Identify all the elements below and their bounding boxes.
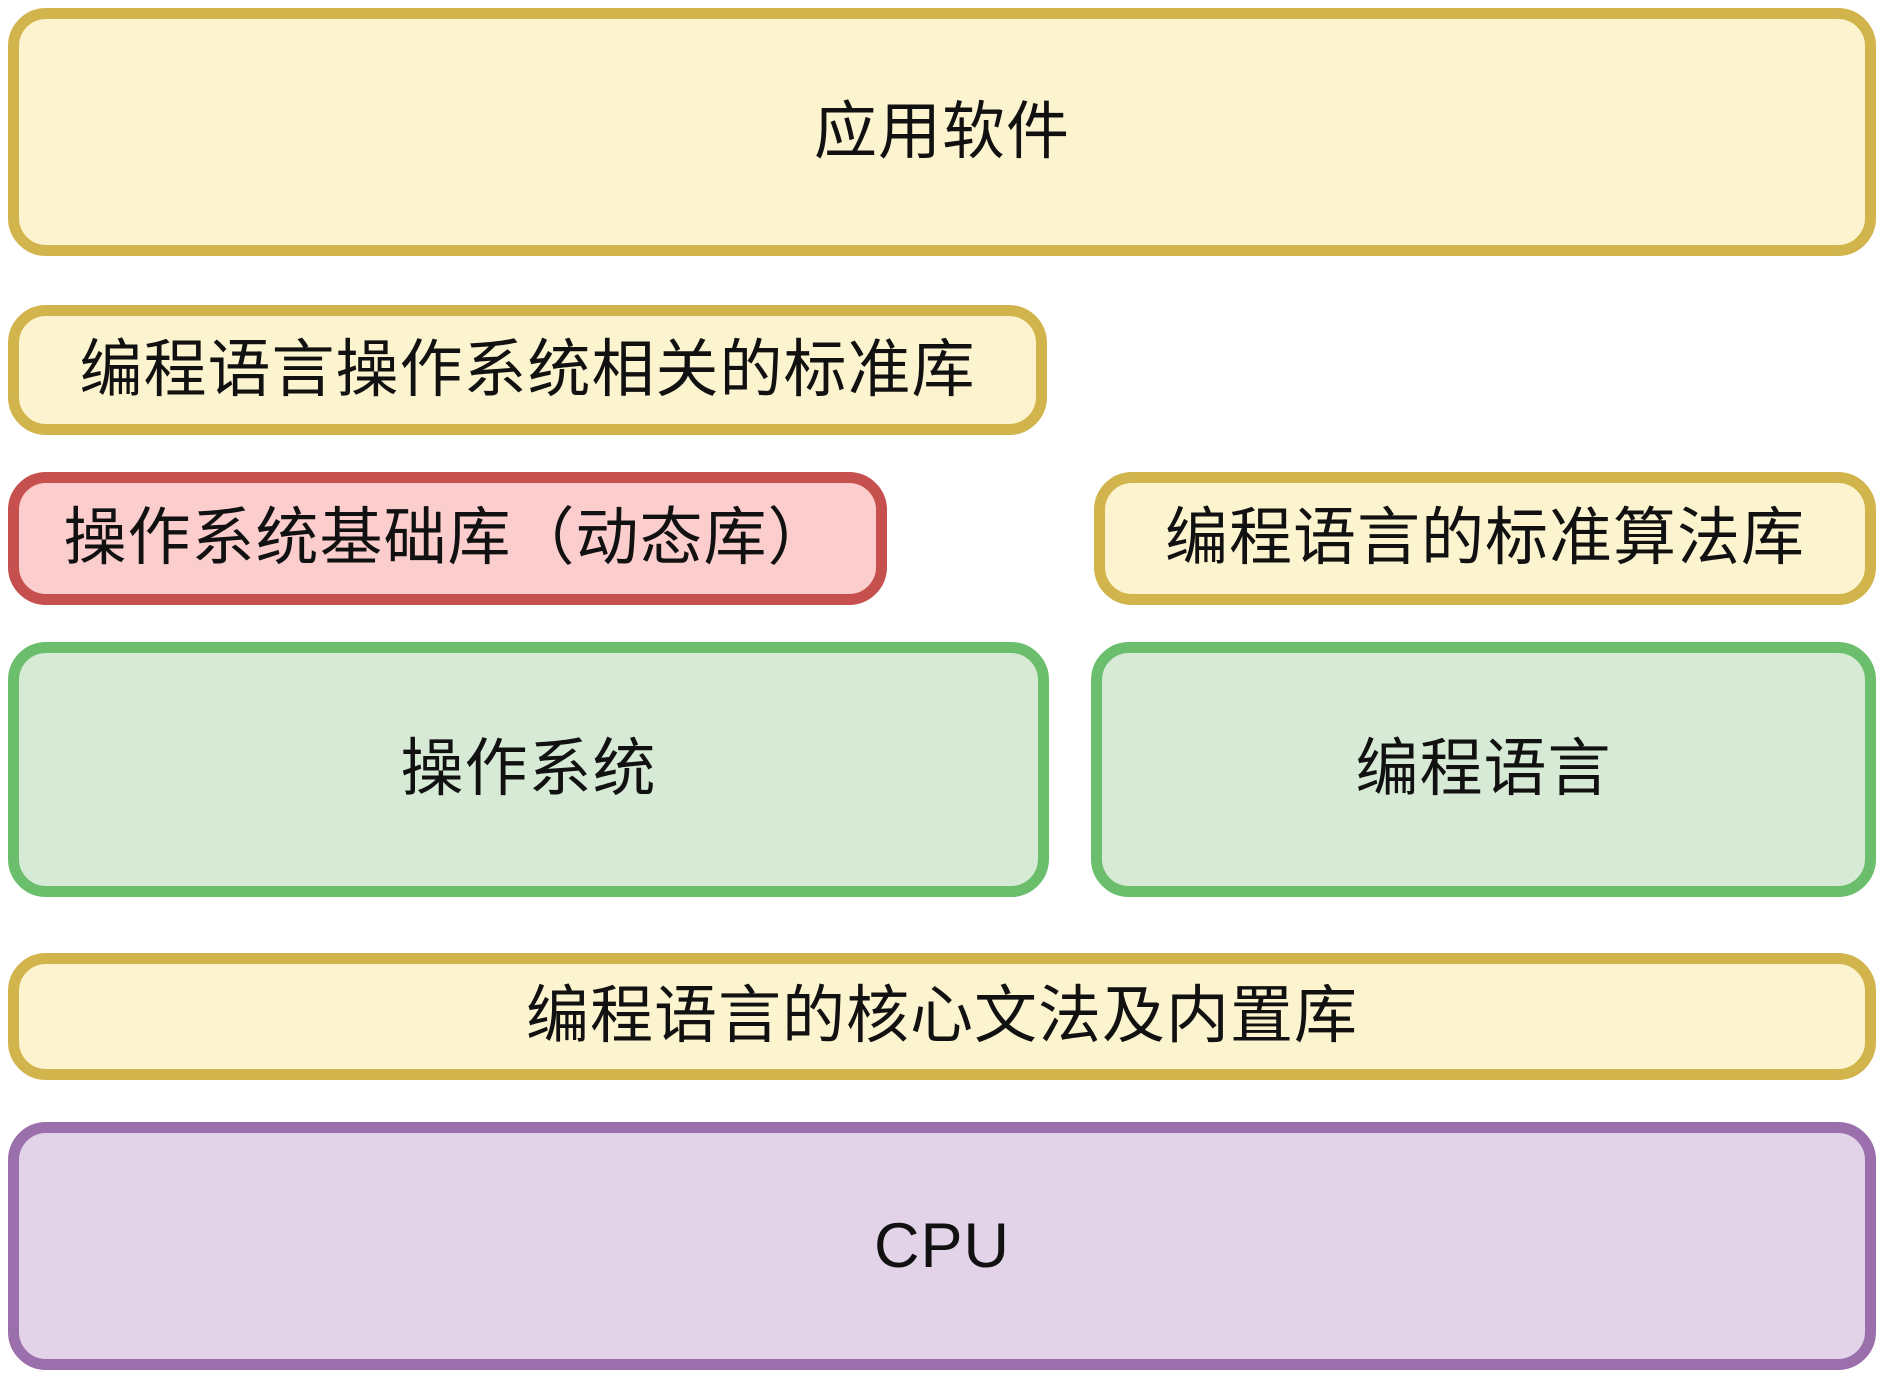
language-standard-algorithm-library-box: 编程语言的标准算法库	[1094, 472, 1876, 605]
language-standard-algorithm-library-label: 编程语言的标准算法库	[1165, 503, 1805, 574]
operating-system-box: 操作系统	[8, 642, 1049, 897]
application-software-label: 应用软件	[814, 96, 1070, 167]
application-software-box: 应用软件	[8, 8, 1876, 256]
os-base-library-label: 操作系统基础库（动态库）	[63, 503, 832, 574]
cpu-box: CPU	[8, 1122, 1876, 1370]
language-os-standard-library-box: 编程语言操作系统相关的标准库	[8, 305, 1047, 435]
language-core-grammar-builtin-library-label: 编程语言的核心文法及内置库	[526, 981, 1358, 1052]
cpu-label: CPU	[873, 1210, 1010, 1281]
operating-system-label: 操作系统	[400, 734, 657, 805]
language-core-grammar-builtin-library-box: 编程语言的核心文法及内置库	[8, 953, 1876, 1080]
os-base-library-box: 操作系统基础库（动态库）	[8, 472, 887, 605]
language-os-standard-library-label: 编程语言操作系统相关的标准库	[79, 334, 976, 405]
programming-language-label: 编程语言	[1355, 734, 1612, 805]
programming-language-box: 编程语言	[1091, 642, 1876, 897]
